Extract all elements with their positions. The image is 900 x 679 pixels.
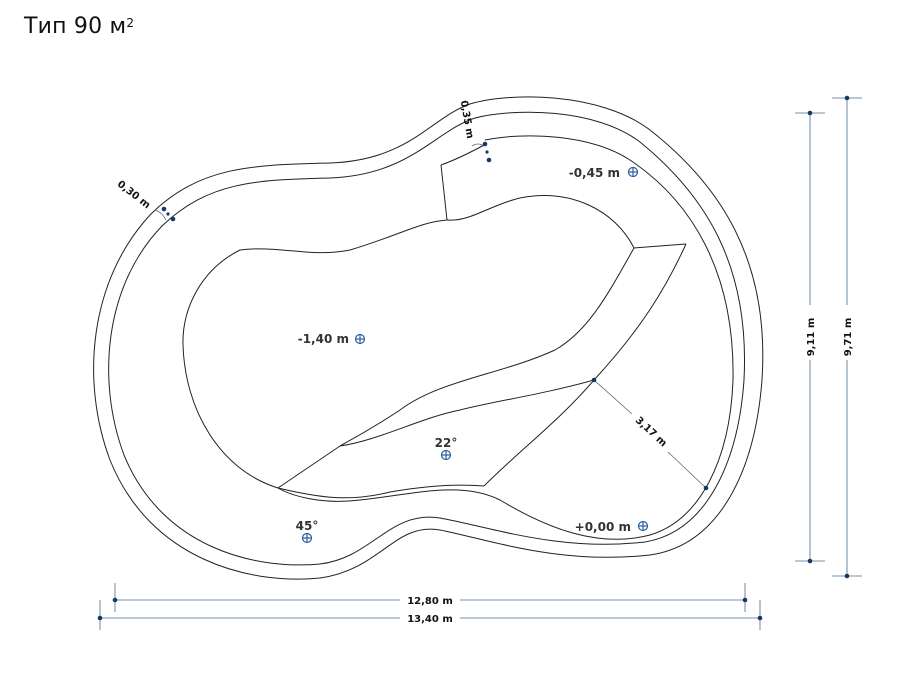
border-top-label: 0,35 m — [458, 100, 476, 140]
outer-width-bottom-dot — [844, 573, 850, 579]
border-left-dot-inner — [170, 216, 176, 222]
pool-bottom-edge — [277, 484, 485, 499]
pool-shelf-edge — [440, 143, 487, 166]
pool-wall-outline — [277, 135, 734, 540]
title-superscript: 2 — [126, 16, 135, 30]
inner-length-label: 12,80 m — [407, 596, 453, 607]
border-left-dot-mid — [166, 212, 170, 216]
pool-slope-45-line — [339, 379, 595, 447]
pool-outer-outline — [93, 96, 764, 580]
title-text: Тип 90 м — [24, 14, 127, 39]
border-left-arc — [154, 209, 167, 221]
border-top-dot-mid — [485, 150, 489, 154]
page-title: Тип 90 м2 — [24, 14, 134, 39]
diagonal-line-upper — [593, 379, 633, 415]
outer-width-top-dot — [844, 95, 850, 101]
inner-width-top-dot — [807, 110, 813, 116]
level-entry-marker-icon — [637, 520, 649, 532]
outer-length-label: 13,40 m — [407, 614, 453, 625]
inner-width-label: 9,11 m — [806, 318, 817, 357]
inner-width-bottom-dot — [807, 558, 813, 564]
diagonal-line-lower — [667, 451, 707, 489]
outer-length-right-dot — [757, 615, 763, 621]
pool-shelf-right-edge — [633, 243, 687, 249]
level-shelf-marker-icon — [627, 166, 639, 178]
pool-deep-outline — [182, 219, 635, 489]
outer-width-label: 9,71 m — [843, 318, 854, 357]
slope-22-label: 22° — [435, 436, 458, 450]
border-left-label: 0,30 m — [115, 179, 152, 211]
pool-shelf-front — [446, 195, 635, 249]
inner-length-left-dot — [112, 597, 118, 603]
level-shelf-label: -0,45 m — [569, 166, 620, 180]
level-entry-label: +0,00 m — [575, 520, 631, 534]
pool-coping-outline — [108, 111, 746, 566]
border-left-dot-outer — [161, 206, 167, 212]
pool-shelf-side — [440, 164, 448, 221]
inner-length-right-dot — [742, 597, 748, 603]
border-top-dot-inner — [486, 157, 492, 163]
diagonal-start-dot — [591, 377, 597, 383]
slope-45-label: 45° — [296, 519, 319, 533]
outer-length-left-dot — [97, 615, 103, 621]
diagonal-end-dot — [703, 485, 709, 491]
level-deep-label: -1,40 m — [298, 332, 349, 346]
border-top-dot-outer — [482, 141, 488, 147]
border-top-arc — [471, 143, 485, 147]
slope-22-marker-icon — [440, 449, 452, 461]
diagonal-label: 3,17 m — [633, 415, 669, 449]
level-deep-marker-icon — [354, 333, 366, 345]
slope-45-marker-icon — [301, 532, 313, 544]
